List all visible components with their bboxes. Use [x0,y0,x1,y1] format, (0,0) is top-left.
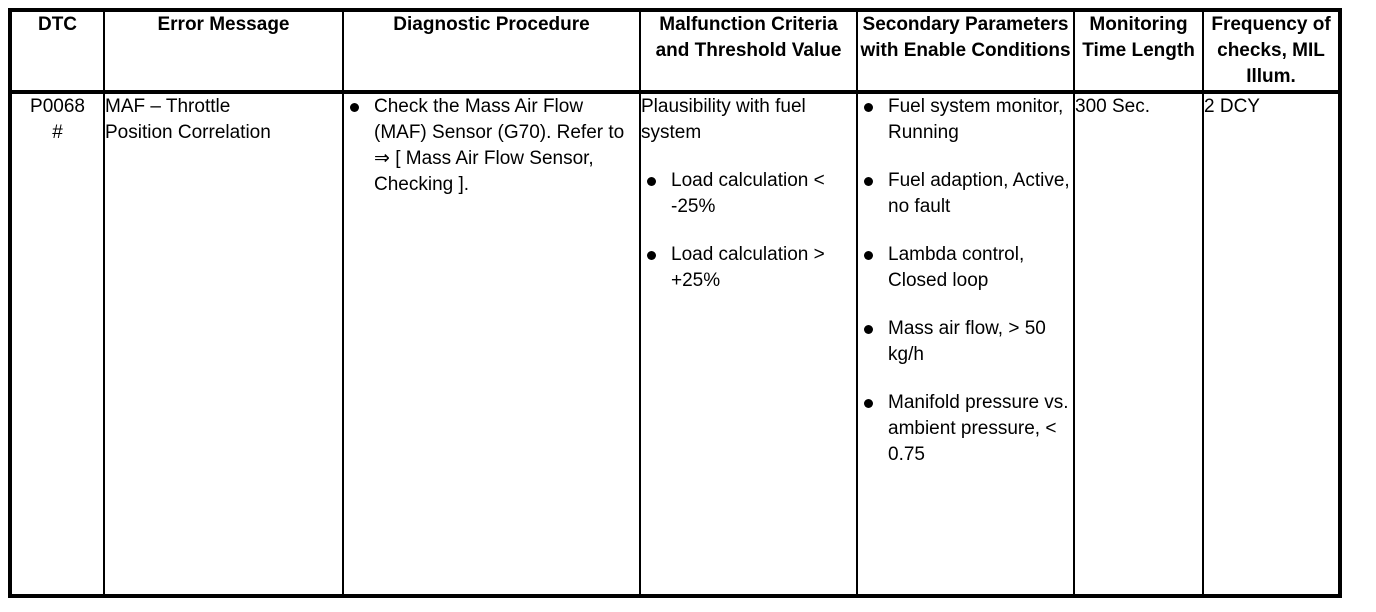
header-line: Time [1082,40,1127,61]
header-line: Criteria and [655,14,838,61]
list-item: Fuel adaption, Active, no fault [858,168,1073,220]
list-item: Mass air flow, > 50 kg/h [858,316,1073,368]
header-line: of checks, [1217,14,1331,61]
dtc-table: DTC Error Message Diagnostic Procedure M… [12,12,1338,594]
header-line: Frequency [1211,14,1308,35]
header-line: Parameters with [860,14,1069,61]
column-header-malfunction-criteria: Malfunction Criteria and Threshold Value [639,12,857,94]
bullet-icon [864,399,873,408]
cell-error-message: MAF – Throttle Position Correlation [103,92,343,594]
diagnostic-procedure-list: Check the Mass Air Flow (MAF) Sensor (G7… [344,94,639,198]
bullet-icon [647,177,656,186]
cell-malfunction-criteria: Plausibility with fuel system Load calcu… [639,92,857,594]
column-header-monitoring-time-length: Monitoring Time Length [1073,12,1203,94]
list-item: Lambda control, Closed loop [858,242,1073,294]
bullet-icon [350,103,359,112]
cell-frequency-of-checks: 2 DCY [1202,92,1338,594]
column-header-dtc: DTC [12,12,104,94]
criteria-intro-text: Plausibility with fuel system [641,96,806,143]
error-message-line: MAF – Throttle [105,96,231,117]
header-line: Monitoring [1089,14,1188,35]
column-header-secondary-parameters: Secondary Parameters with Enable Conditi… [856,12,1074,94]
cell-dtc: P0068 # [12,92,104,594]
header-line: Enable Conditions [903,40,1071,61]
header-line: MIL Illum. [1246,40,1325,87]
table-header-row: DTC Error Message Diagnostic Procedure M… [12,12,1338,94]
cell-monitoring-time-length: 300 Sec. [1073,92,1203,594]
bullet-icon [864,103,873,112]
column-header-frequency-of-checks: Frequency of checks, MIL Illum. [1202,12,1338,94]
list-item-label: Fuel adaption, Active, no fault [888,170,1070,217]
list-item-label: Manifold pressure vs. ambient pressure, … [888,392,1069,465]
table-row: P0068 # MAF – Throttle Position Correlat… [12,92,1338,594]
header-line: Error Message [157,14,290,35]
list-item-label: Fuel system monitor, Running [888,96,1064,143]
bullet-icon [864,177,873,186]
header-line: Secondary [862,14,960,35]
cell-secondary-parameters: Fuel system monitor, Running Fuel adapti… [856,92,1074,594]
bullet-icon [647,251,656,260]
bullet-icon [864,325,873,334]
header-line: Threshold Value [694,40,842,61]
list-item: Fuel system monitor, Running [858,94,1073,146]
column-header-diagnostic-procedure: Diagnostic Procedure [342,12,640,94]
list-item: Manifold pressure vs. ambient pressure, … [858,390,1073,468]
error-message-line: Position Correlation [105,122,271,143]
list-item-label: Lambda control, Closed loop [888,244,1025,291]
header-line: Diagnostic Procedure [393,14,590,35]
header-line: DTC [37,14,78,35]
cell-diagnostic-procedure: Check the Mass Air Flow (MAF) Sensor (G7… [342,92,640,594]
list-item-label: Mass air flow, > 50 kg/h [888,318,1046,365]
header-line: Length [1131,40,1195,61]
dtc-suffix: # [52,122,63,143]
list-item-label: Load calculation > +25% [671,244,825,291]
dtc-table-container: DTC Error Message Diagnostic Procedure M… [8,8,1342,598]
criteria-list: Load calculation < -25% Load calculation… [641,168,856,294]
secondary-parameters-list: Fuel system monitor, Running Fuel adapti… [858,94,1073,468]
header-line: Malfunction [659,14,766,35]
list-item-label: Check the Mass Air Flow (MAF) Sensor (G7… [374,96,625,195]
list-item: Load calculation > +25% [641,242,856,294]
dtc-code: P0068 [30,96,85,117]
column-header-error-message: Error Message [103,12,343,94]
list-item: Check the Mass Air Flow (MAF) Sensor (G7… [344,94,639,198]
bullet-icon [864,251,873,260]
list-item-label: Load calculation < -25% [671,170,825,217]
list-item: Load calculation < -25% [641,168,856,220]
